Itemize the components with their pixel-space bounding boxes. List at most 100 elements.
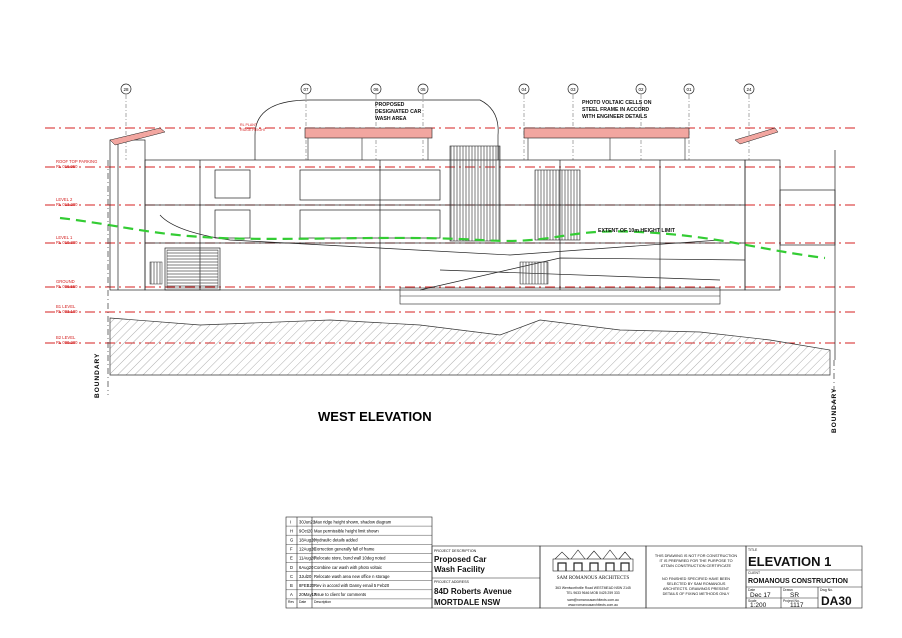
- revision-description: Max ridge height shown, shadow diagram: [314, 519, 392, 524]
- revision-date: 6Aug20: [299, 565, 314, 570]
- architect-web: www.romanousarchitects.com.au: [568, 603, 618, 607]
- level-rl: RL 010.300: [56, 240, 78, 245]
- revision-letter: A: [290, 592, 293, 597]
- dwg-number: DA30: [821, 594, 852, 608]
- svg-text:RIDGE HEIGHT: RIDGE HEIGHT: [240, 128, 267, 132]
- note-finishes-2: SELECTED BY SAM ROMANOUS: [667, 582, 726, 586]
- note-finishes-4: DETAILS OF FIXING METHODS ONLY: [663, 592, 730, 596]
- revision-description: Issue to client for comments: [314, 592, 366, 597]
- revision-date: 3Jul20: [299, 574, 312, 579]
- title-label: TITLE: [748, 548, 758, 552]
- view-title: WEST ELEVATION: [318, 409, 432, 424]
- project-address-label: PROJECT ADDRESS: [434, 580, 469, 584]
- level-rl: RL 016.950: [56, 164, 78, 169]
- building-outline: [109, 99, 836, 360]
- revision-description: Combine car wash with photo voltaic: [314, 565, 382, 570]
- drawing-title: ELEVATION 1: [748, 554, 831, 569]
- annot-car-wash-2: DESIGNATED CAR: [375, 109, 422, 115]
- project-description-1: Proposed Car: [434, 555, 486, 564]
- annot-pv-2: STEEL FRAME IN ACCORD: [582, 107, 649, 113]
- annotations: PROPOSED DESIGNATED CAR WASH AREA PHOTO …: [375, 100, 676, 234]
- svg-text:RL PLANT: RL PLANT: [240, 123, 258, 127]
- revision-date: 30Jun21: [299, 519, 316, 524]
- level-rl: RL 000.200: [56, 340, 78, 345]
- revision-description: Relocate store, bund wall 10deg noted: [314, 556, 386, 561]
- roller-door: [166, 249, 219, 289]
- level-name: ROOF TOP PARKING: [56, 159, 97, 164]
- boundary-lines: [107, 160, 835, 410]
- wall-screen: [519, 261, 549, 285]
- date-label: Date: [748, 588, 755, 592]
- level-name: B2 LEVEL: [56, 335, 76, 340]
- revision-date: 8FEB20: [299, 583, 315, 588]
- project-address-1: 84D Roberts Avenue: [434, 587, 512, 596]
- job-value: 1117: [790, 602, 804, 609]
- architect-name: SAM ROMANOUS ARCHITECTS: [557, 576, 630, 581]
- revision-letter: B: [290, 583, 293, 588]
- corner-canopies: [109, 127, 779, 146]
- job-label: Project No.: [783, 599, 800, 603]
- note-finishes-1: NO FINISHED SPECIFIED HAVE BEEN: [662, 577, 730, 581]
- ridge-label: RL PLANT RIDGE HEIGHT: [240, 123, 267, 132]
- architect-email: sam@romanousarchitects.com.au: [567, 598, 619, 602]
- car-wash-canopy: [304, 127, 690, 160]
- revision-date: 9Oct20: [299, 528, 313, 533]
- note-construction-3: ATTAIN CONSTRUCTION CERTIFICATE: [661, 564, 732, 568]
- annot-car-wash-3: WASH AREA: [375, 116, 407, 122]
- grid-marker: 01: [683, 83, 695, 160]
- boundary-label-right: BOUNDARY: [831, 388, 838, 433]
- revision-letter: I: [290, 519, 291, 524]
- revision-description: Relocate wash area new office n storage: [314, 574, 390, 579]
- revision-description: Rev in accord with Danny email 5 Feb20: [314, 583, 390, 588]
- architect-address: 363 Wentworthville Road WESTMEAD NSW 214…: [555, 586, 631, 590]
- driveway-deck: [399, 287, 721, 305]
- level-rl: RL 006.550: [56, 284, 78, 289]
- grid-marker: 05: [417, 83, 429, 160]
- revision-letter: H: [290, 528, 293, 533]
- revision-date: 11Aug20: [299, 556, 316, 561]
- revision-date: 18Aug20: [299, 538, 316, 543]
- grid-marker-label: 03: [570, 87, 576, 92]
- annot-car-wash-1: PROPOSED: [375, 102, 405, 108]
- grid-marker-label: 04: [521, 87, 527, 92]
- revision-description: Hydraulic details added: [314, 538, 358, 543]
- revision-letter: E: [290, 556, 293, 561]
- revision-header-rev: Rev: [288, 600, 294, 604]
- boundary-label-left: BOUNDARY: [94, 353, 101, 398]
- grid-marker-label: 24: [746, 87, 752, 92]
- scale-value: 1:200: [750, 602, 767, 609]
- side-screen: [149, 261, 163, 285]
- grid-marker-label: 28: [123, 87, 129, 92]
- level-name: LEVEL 1: [56, 235, 73, 240]
- grid-marker-label: 06: [373, 87, 379, 92]
- grid-marker: 02: [635, 83, 647, 160]
- level-rl: RL 013.200: [56, 202, 78, 207]
- revision-date: 12Aug20: [299, 547, 316, 552]
- scale-label: Scale: [748, 599, 757, 603]
- architect-phone: TEL 9633 9646 MOB 0425 259 333: [566, 591, 620, 595]
- revision-letter: G: [290, 538, 293, 543]
- project-description-2: Wash Facility: [434, 565, 485, 574]
- pv-panel-left: [304, 127, 433, 139]
- revision-letter: C: [290, 574, 293, 579]
- dwg-label: Dwg No.: [820, 588, 833, 592]
- grid-marker-label: 02: [638, 87, 644, 92]
- annot-height-limit: EXTENT OF 10m HEIGHT LIMIT: [598, 228, 676, 234]
- grid-marker-label: 05: [420, 87, 426, 92]
- grid-marker: 06: [370, 83, 382, 160]
- natural-ground: [109, 317, 831, 376]
- annot-pv-3: WITH ENGINEER DETAILS: [582, 114, 648, 120]
- architect-logo: [552, 549, 634, 572]
- revision-letter: D: [290, 565, 293, 570]
- project-description-label: PROJECT DESCRIPTION: [434, 549, 477, 553]
- note-construction-1: THIS DRAWING IS NOT FOR CONSTRUCTION: [655, 554, 738, 558]
